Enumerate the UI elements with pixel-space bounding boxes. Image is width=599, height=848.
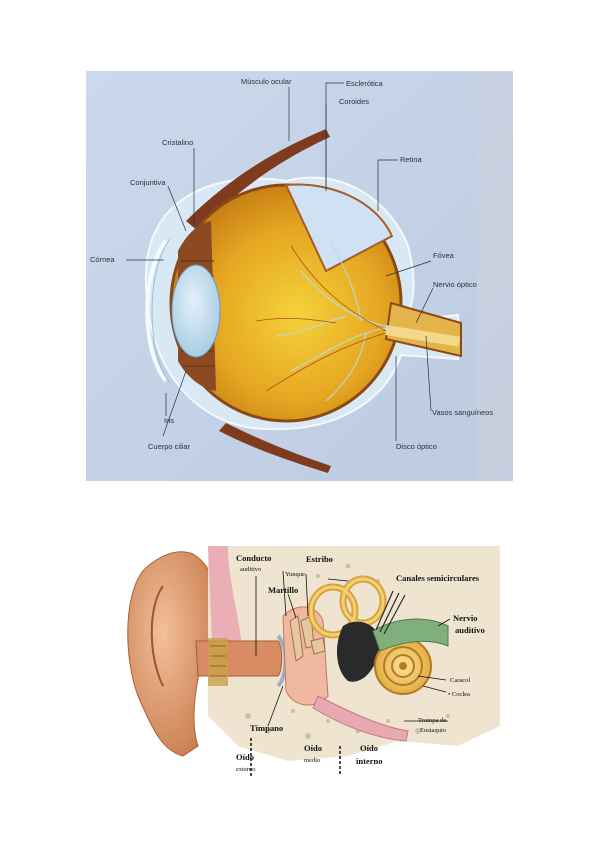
lower-eye-muscle	[219, 423, 331, 473]
eye-illustration: Músculo ocular Esclerótica Coroides Cris…	[86, 71, 513, 481]
label-disco-optico: Disco óptico	[396, 442, 437, 451]
label-trompa-1: Trompa de	[418, 717, 446, 724]
label-coclea: • Coclea	[448, 691, 470, 698]
label-conducto-1: Conducto	[236, 553, 271, 563]
label-oido-interno-1: Oído	[360, 743, 378, 753]
label-yunque: Yunque	[285, 571, 305, 578]
label-nervio-2: auditivo	[455, 625, 485, 635]
label-esclerotica: Esclerótica	[346, 79, 384, 88]
cornea	[145, 239, 168, 383]
label-martillo: Martillo	[268, 585, 298, 595]
label-oido-medio-2: medio	[304, 757, 320, 764]
label-vasos-sanguineos: Vasos sanguíneos	[432, 408, 493, 417]
label-oido-interno-2: interno	[356, 756, 382, 766]
label-coroides: Coroides	[339, 97, 369, 106]
label-cuerpo-ciliar: Cuerpo ciliar	[148, 442, 191, 451]
eustachian-tube	[312, 695, 409, 742]
label-oido-medio-1: Oído	[304, 743, 322, 753]
label-retina: Retina	[400, 155, 423, 164]
label-trompa-2: Eustaquio	[420, 727, 446, 734]
lens	[171, 264, 221, 358]
malleus	[289, 615, 304, 662]
label-musculo-ocular: Músculo ocular	[241, 77, 292, 86]
stapes	[310, 637, 326, 655]
ear-anatomy-diagram: Conducto auditivo Estribo Yunque Canales…	[118, 546, 500, 776]
sclera-cutaway	[284, 183, 394, 273]
label-iris: Iris	[164, 416, 174, 425]
label-caracol: Caracol	[450, 677, 470, 684]
label-conjuntiva: Conjuntiva	[130, 178, 166, 187]
label-oido-externo-1: Oído	[236, 752, 254, 762]
label-conducto-2: auditivo	[240, 566, 261, 573]
label-oido-externo-2: externo	[236, 766, 256, 773]
label-nervio-optico: Nervio óptico	[433, 280, 477, 289]
blood-vessels	[275, 240, 392, 402]
eye-anatomy-diagram: Músculo ocular Esclerótica Coroides Cris…	[86, 71, 513, 481]
eye-leader-lines	[126, 82, 434, 441]
ear-leader-lines	[250, 570, 451, 776]
auditory-nerve	[372, 618, 449, 652]
label-cristalino: Cristalino	[162, 138, 193, 147]
ear-illustration: Conducto auditivo Estribo Yunque Canales…	[127, 546, 500, 776]
label-cornea: Córnea	[90, 255, 115, 264]
nerve-fibers	[375, 590, 406, 635]
label-canales: Canales semicirculares	[396, 573, 480, 583]
label-fovea: Fóvea	[433, 251, 455, 260]
label-timpano: Tímpano	[250, 723, 283, 733]
label-nervio-1: Nervio	[453, 613, 478, 623]
label-estribo: Estribo	[306, 554, 333, 564]
pinna	[127, 551, 218, 757]
vestibule	[336, 621, 380, 682]
